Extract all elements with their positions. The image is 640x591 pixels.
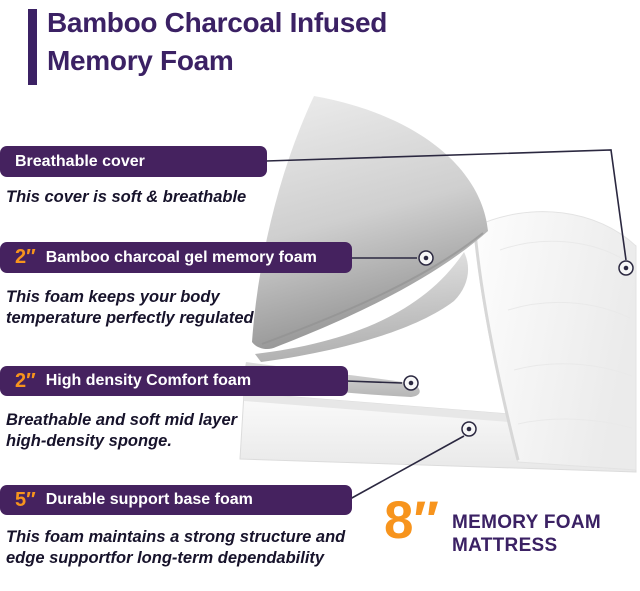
- callout-gel-foam-desc: This foam keeps your body temperature pe…: [6, 287, 254, 329]
- gel-foam-layer: [255, 252, 469, 362]
- leader-line-comfort-foam: [345, 380, 403, 384]
- title-accent-bar: [28, 9, 37, 85]
- desc-line: This cover is soft & breathable: [6, 188, 247, 206]
- marker-comfort-foam: [403, 375, 419, 391]
- drape-texture: [499, 240, 633, 429]
- cover-drape-fold-shadow: [473, 231, 520, 461]
- callout-breathable-cover-label: Breathable cover: [15, 152, 145, 170]
- marker-base-foam: [461, 421, 477, 437]
- desc-line: temperature perfectly regulated: [6, 309, 254, 327]
- callout-breathable-cover-desc: This cover is soft & breathable: [6, 187, 246, 208]
- marker-gel-foam: [418, 250, 434, 266]
- callout-breathable-cover: Breathable cover: [0, 146, 267, 177]
- top-cover-underside: [261, 232, 484, 345]
- callout-comfort-foam: 2″ High density Comfort foam: [0, 366, 348, 396]
- page-title-line1: Bamboo Charcoal Infused: [47, 7, 388, 38]
- callout-gel-foam: 2″ Bamboo charcoal gel memory foam: [0, 242, 352, 273]
- callout-gel-foam-size: 2″: [15, 246, 36, 268]
- mattress-total-height: 8″: [384, 491, 439, 550]
- marker-breathable-cover: [618, 260, 634, 276]
- mattress-type-line1: MEMORY FOAM: [452, 512, 601, 533]
- callout-base-foam-size: 5″: [15, 488, 36, 511]
- callout-gel-foam-label: Bamboo charcoal gel memory foam: [45, 248, 317, 266]
- mattress-type-line2: MATTRESS: [452, 535, 558, 556]
- callout-base-foam-desc: This foam maintains a strong structure a…: [6, 527, 345, 569]
- mattress-type-label: MEMORY FOAM MATTRESS: [452, 511, 601, 557]
- callout-comfort-foam-size: 2″: [15, 369, 36, 392]
- callout-comfort-foam-label: High density Comfort foam: [45, 372, 252, 389]
- desc-line: high-density sponge.: [6, 432, 172, 450]
- leader-line-base-foam: [349, 435, 465, 500]
- desc-line: This foam maintains a strong structure a…: [6, 528, 346, 546]
- callout-base-foam-label: Durable support base foam: [45, 491, 253, 508]
- markers: [403, 250, 634, 437]
- desc-line: edge supportfor long-term dependability: [6, 549, 325, 567]
- callout-comfort-foam-desc: Breathable and soft mid layer high-densi…: [6, 410, 237, 452]
- desc-line: This foam keeps your body: [6, 288, 220, 306]
- page-title-line2: Memory Foam: [47, 45, 234, 76]
- top-cover-layer: [252, 96, 488, 350]
- leader-line-breathable-cover: [265, 149, 627, 261]
- callout-base-foam: 5″ Durable support base foam: [0, 485, 352, 515]
- desc-line: Breathable and soft mid layer: [6, 411, 238, 429]
- page-title: Bamboo Charcoal Infused Memory Foam: [47, 4, 387, 80]
